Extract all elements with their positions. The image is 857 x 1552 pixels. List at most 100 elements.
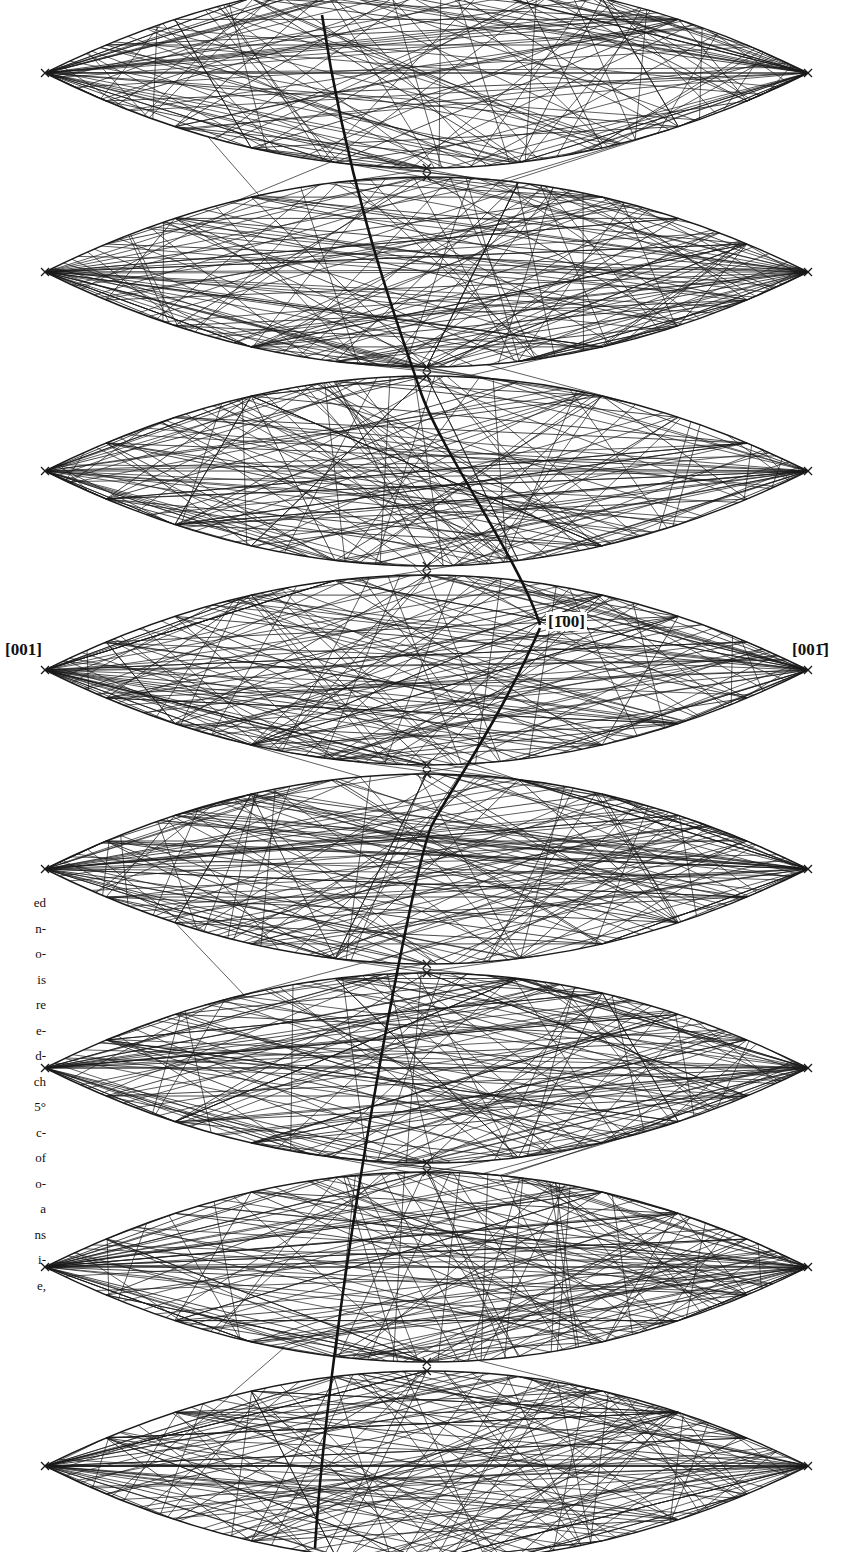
kikuchi-line [804, 666, 812, 674]
kikuchi-line [360, 1374, 808, 1466]
kikuchi-line [489, 976, 808, 1069]
kikuchi-line [563, 73, 808, 156]
caption-fragment: ns [34, 1228, 46, 1241]
kikuchi-line [45, 670, 634, 737]
kikuchi-line [45, 177, 417, 272]
kikuchi-line [45, 581, 335, 671]
caption-fragment: i- [38, 1253, 46, 1266]
kikuchi-line [45, 1267, 380, 1361]
kikuchi-line [45, 988, 578, 1068]
kikuchi-line [174, 418, 808, 471]
kikuchi-line [45, 0, 312, 73]
kikuchi-line [219, 962, 367, 1001]
kikuchi-line [84, 575, 411, 688]
kikuchi-line [45, 417, 175, 471]
kikuchi-line [368, 975, 808, 1068]
kikuchi-line [368, 1172, 450, 1359]
kikuchi-line [161, 820, 763, 890]
kikuchi-line [251, 347, 427, 367]
kikuchi-line [45, 73, 412, 168]
kikuchi-line [45, 1466, 488, 1552]
kikuchi-line [41, 69, 49, 77]
kikuchi-line [45, 390, 282, 471]
kikuchi-line [214, 272, 808, 338]
kikuchi-line [324, 576, 400, 759]
kikuchi-line [45, 808, 655, 869]
kikuchi-line [45, 197, 602, 272]
kikuchi-line [480, 378, 808, 471]
kikuchi-line [489, 788, 574, 962]
kikuchi-line [612, 1195, 632, 1335]
kikuchi-line [602, 244, 747, 347]
kikuchi-line [419, 168, 663, 214]
kikuchi-line [504, 391, 577, 562]
kikuchi-line [224, 5, 324, 161]
kikuchi-line [45, 73, 465, 167]
kikuchi-line [587, 51, 761, 151]
kikuchi-line [146, 1448, 769, 1510]
kikuchi-line [535, 1180, 712, 1309]
kikuchi-line [179, 376, 444, 526]
kikuchi-line [143, 628, 282, 752]
kikuchi-line [244, 146, 692, 223]
kikuchi-line [569, 1384, 747, 1494]
kikuchi-line [804, 467, 812, 475]
kikuchi-line [163, 272, 808, 322]
kikuchi-line [218, 413, 664, 538]
kikuchi-line [251, 0, 808, 73]
kikuchi-line [424, 367, 494, 379]
caption-fragment: ed [34, 896, 46, 909]
kikuchi-line [45, 1190, 593, 1267]
kikuchi-line [45, 1457, 790, 1466]
caption-fragment: n- [35, 922, 46, 935]
kikuchi-line [45, 1466, 617, 1538]
kikuchi-line [423, 562, 431, 570]
kikuchi-line [47, 660, 788, 671]
kikuchi-line [45, 272, 420, 367]
kikuchi-line [45, 1187, 580, 1267]
kikuchi-line [522, 272, 808, 361]
kikuchi-line [377, 1004, 644, 1162]
lens-arc [45, 177, 808, 272]
kikuchi-line [804, 1263, 812, 1271]
kikuchi-line [695, 821, 804, 871]
kikuchi-line [45, 0, 421, 73]
kikuchi-line [111, 640, 339, 760]
kikuchi-line [263, 869, 808, 947]
zone-axis-label: [1̄00] [546, 612, 587, 631]
kikuchi-line [45, 1179, 532, 1267]
kikuchi-line [423, 372, 431, 380]
kikuchi-line [518, 1377, 678, 1413]
kikuchi-line [804, 1064, 812, 1072]
kikuchi-line [251, 1371, 425, 1541]
kikuchi-line [45, 471, 365, 564]
kikuchi-line [45, 670, 251, 745]
kikuchi-line [45, 1376, 336, 1466]
kikuchi-line [45, 588, 288, 671]
kikuchi-line [45, 1466, 808, 1467]
kikuchi-line [357, 1175, 459, 1361]
kikuchi-line [478, 179, 771, 290]
kikuchi-line [295, 776, 477, 953]
kikuchi-line [410, 177, 808, 272]
kikuchi-line [526, 183, 808, 272]
lens-arc [45, 471, 808, 566]
kikuchi-line [500, 1139, 621, 1176]
kikuchi-line [145, 599, 618, 713]
kikuchi-line [326, 1120, 683, 1178]
kikuchi-line [804, 666, 812, 674]
kikuchi-line [327, 1156, 409, 1172]
kikuchi-line [220, 536, 642, 603]
kikuchi-line [328, 361, 512, 381]
kikuchi-line [207, 272, 809, 335]
kikuchi-line [139, 629, 636, 737]
kikuchi-line [45, 670, 251, 745]
kikuchi-line [45, 670, 365, 763]
kikuchi-line [45, 974, 385, 1068]
caption-fragment: e, [37, 1279, 46, 1292]
kikuchi-line [518, 1494, 747, 1552]
kikuchi-line [45, 1180, 319, 1267]
lens-arc [45, 73, 808, 168]
kikuchi-line [45, 576, 457, 670]
kikuchi-line [221, 802, 808, 869]
